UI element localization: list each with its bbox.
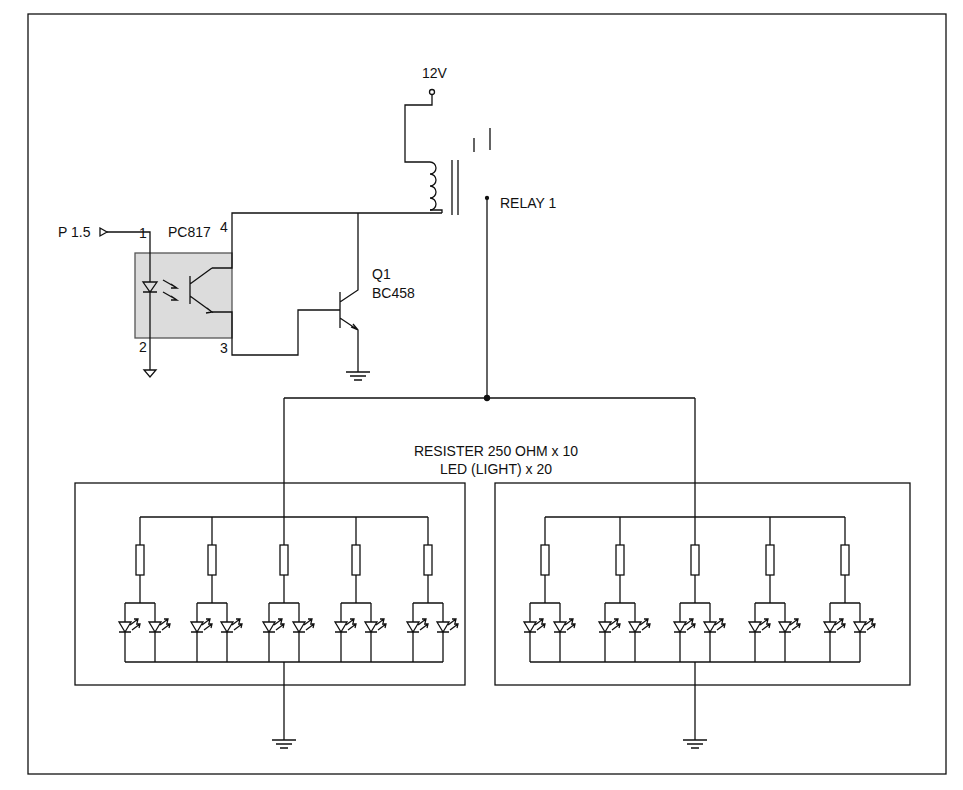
led-symbol	[779, 622, 791, 632]
wire	[284, 398, 695, 517]
light-arrows	[760, 619, 770, 630]
wire	[405, 95, 442, 213]
resistor-symbol	[424, 545, 432, 575]
led-symbol	[749, 622, 761, 632]
part-label: PC817	[168, 225, 211, 240]
light-arrows	[232, 619, 242, 630]
ground-symbol	[272, 662, 296, 748]
resistor-symbol	[766, 545, 774, 575]
light-arrows	[202, 619, 212, 630]
led-symbol	[191, 622, 203, 632]
wire	[830, 517, 860, 662]
light-arrows	[346, 619, 356, 630]
led-symbol	[149, 622, 161, 632]
wire	[212, 253, 232, 338]
led-symbol	[407, 622, 419, 632]
npn-transistor	[340, 213, 358, 372]
led-symbol	[674, 622, 686, 632]
relay-terminal	[486, 197, 489, 200]
pin-number: 3	[220, 341, 228, 356]
light-arrows	[610, 619, 620, 630]
resistor-symbol	[841, 545, 849, 575]
phototransistor	[190, 268, 212, 313]
wire	[269, 517, 299, 662]
light-arrows	[163, 280, 177, 300]
light-arrows	[565, 619, 575, 630]
led-symbol	[293, 622, 305, 632]
light-arrows	[535, 619, 545, 630]
led-symbol	[119, 622, 131, 632]
resistor-symbol	[280, 545, 288, 575]
ground-symbol	[683, 662, 707, 748]
wire	[530, 517, 560, 662]
led-symbol	[335, 622, 347, 632]
port-label: P 1.5	[58, 225, 90, 240]
pin-number: 2	[139, 340, 147, 355]
opto-led	[143, 253, 157, 338]
resistor-symbol	[136, 545, 144, 575]
light-arrows	[418, 619, 428, 630]
supply-label: 12V	[422, 66, 447, 81]
led-symbol	[824, 622, 836, 632]
light-arrows	[865, 619, 875, 630]
wire	[486, 200, 487, 398]
wire	[232, 227, 340, 355]
wire	[232, 213, 442, 227]
light-arrows	[274, 619, 284, 630]
led-symbol	[554, 622, 566, 632]
wire	[605, 517, 635, 662]
led-board	[75, 483, 465, 685]
wire	[680, 517, 710, 662]
light-arrows	[130, 619, 140, 630]
note: RESISTER 250 OHM x 10	[414, 444, 578, 459]
relay-contact	[474, 128, 490, 152]
junction-dot	[485, 396, 490, 401]
led-board	[495, 483, 910, 685]
ground-symbol	[346, 372, 370, 380]
resistor-symbol	[691, 545, 699, 575]
wire	[341, 517, 371, 662]
light-arrows	[715, 619, 725, 630]
led-symbol	[629, 622, 641, 632]
port-arrow	[100, 228, 107, 236]
led-symbol	[524, 622, 536, 632]
light-arrows	[835, 619, 845, 630]
light-arrows	[160, 619, 170, 630]
supply-terminal	[430, 90, 435, 95]
part-label: Q1	[372, 267, 391, 282]
wire	[413, 517, 443, 662]
resistor-symbol	[616, 545, 624, 575]
relay-coil	[430, 162, 436, 210]
relay-core	[452, 160, 458, 215]
part-label: RELAY 1	[500, 196, 556, 211]
pin-number: 4	[220, 220, 228, 235]
resistor-symbol	[208, 545, 216, 575]
wire	[125, 517, 155, 662]
resistor-symbol	[352, 545, 360, 575]
led-symbol	[437, 622, 449, 632]
led-symbol	[263, 622, 275, 632]
led-symbol	[704, 622, 716, 632]
part-label: BC458	[372, 286, 415, 301]
led-symbol	[365, 622, 377, 632]
led-symbol	[221, 622, 233, 632]
wire	[197, 517, 227, 662]
light-arrows	[448, 619, 458, 630]
pin-number: 1	[139, 226, 147, 241]
resistor-symbol	[541, 545, 549, 575]
light-arrows	[685, 619, 695, 630]
optocoupler-body	[135, 253, 232, 338]
led-symbol	[854, 622, 866, 632]
wire	[755, 517, 785, 662]
led-symbol	[599, 622, 611, 632]
light-arrows	[640, 619, 650, 630]
light-arrows	[304, 619, 314, 630]
note: LED (LIGHT) x 20	[440, 462, 552, 477]
light-arrows	[790, 619, 800, 630]
outer-frame	[28, 14, 946, 774]
light-arrows	[376, 619, 386, 630]
